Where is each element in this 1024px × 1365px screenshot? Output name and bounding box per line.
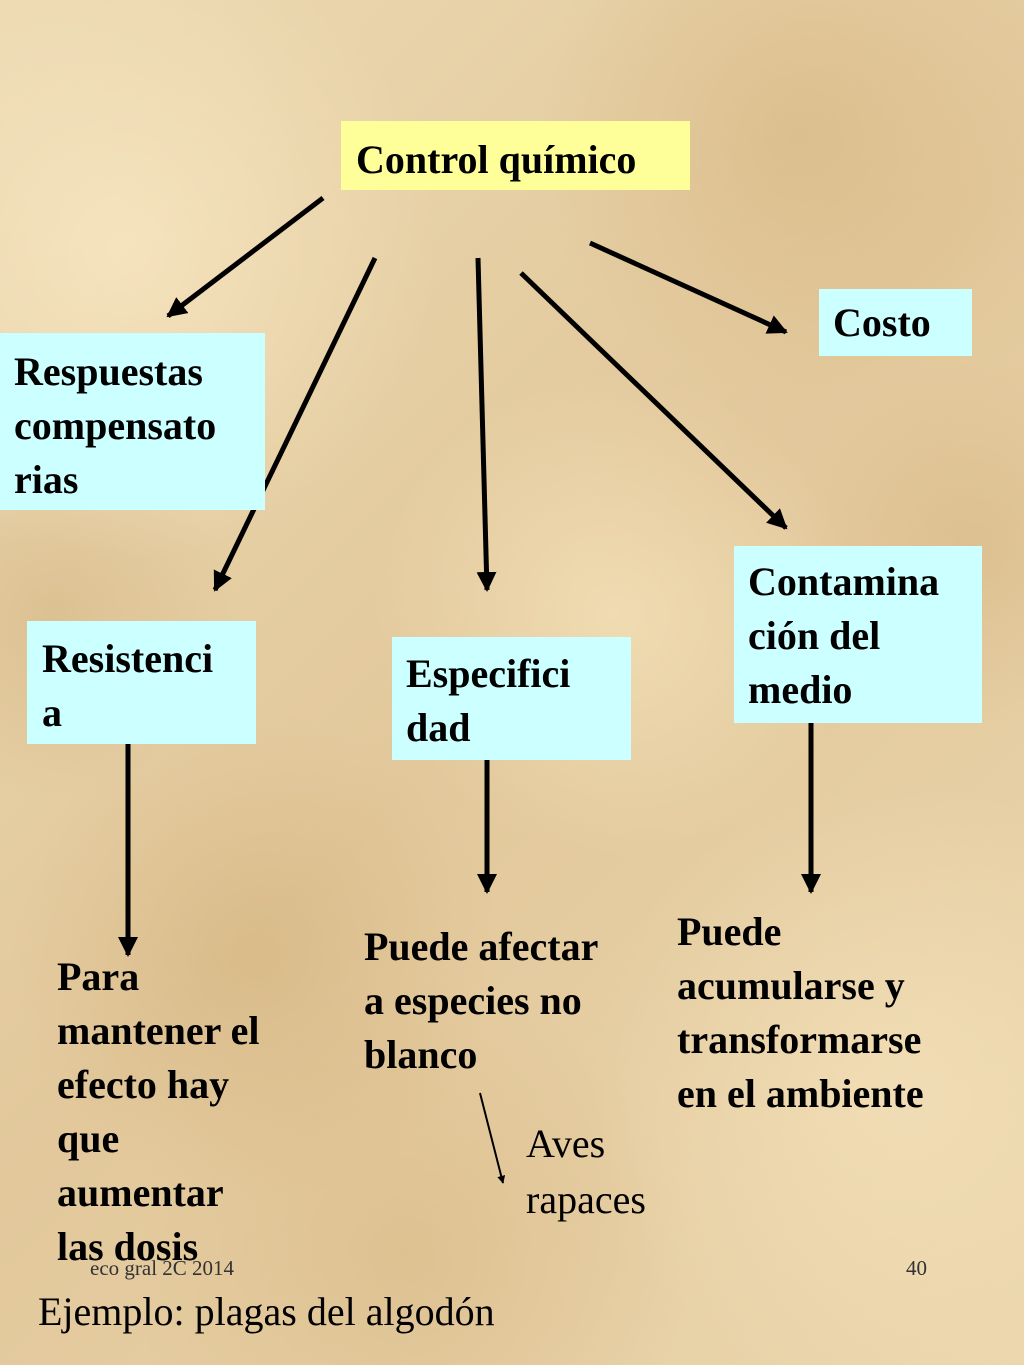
respuestas-line-3: rias (14, 457, 79, 502)
root-node-label: Control químico (356, 137, 637, 182)
costo-label: Costo (833, 300, 931, 345)
aves-line-1: Aves (526, 1121, 606, 1166)
puede-afectar-line-3: blanco (364, 1032, 478, 1077)
para-mantener-line-5: aumentar (57, 1170, 224, 1215)
para-mantener-line-4: que (57, 1116, 120, 1161)
node-resistencia: Resistenci a (27, 621, 256, 744)
footer-left-label: eco gral 2C 2014 (90, 1256, 235, 1280)
arrow-to-respuestas (166, 196, 325, 318)
resistencia-line-2: a (42, 690, 62, 735)
arrow-to-aves (479, 1092, 506, 1184)
node-especificidad: Especifici dad (392, 637, 631, 760)
root-node-control-quimico: Control químico (341, 121, 690, 190)
arrow-to-especificidad (475, 257, 497, 592)
example-caption: Ejemplo: plagas del algodón (38, 1289, 495, 1334)
puede-acumularse-line-1: Puede (677, 909, 782, 954)
text-puede-acumularse: Puede acumularse y transformarse en el a… (677, 905, 924, 1121)
aves-line-2: rapaces (526, 1177, 646, 1222)
respuestas-line-2: compensato (14, 403, 217, 448)
arrow-to-contaminacion (519, 271, 788, 530)
especificidad-line-1: Especifici (406, 651, 571, 696)
para-mantener-line-2: mantener el (57, 1008, 260, 1053)
contaminacion-line-3: medio (748, 667, 853, 712)
node-contaminacion-del-medio: Contamina ción del medio (734, 546, 982, 723)
especificidad-line-2: dad (406, 705, 471, 750)
puede-acumularse-line-2: acumularse y (677, 963, 905, 1008)
contaminacion-line-1: Contamina (748, 559, 940, 604)
node-respuestas-compensatorias: Respuestas compensato rias (0, 333, 265, 510)
text-para-mantener: Para mantener el efecto hay que aumentar… (57, 950, 260, 1274)
respuestas-line-1: Respuestas (14, 349, 203, 394)
puede-acumularse-line-3: transformarse (677, 1017, 922, 1062)
resistencia-line-1: Resistenci (42, 636, 214, 681)
para-mantener-line-6: las dosis (57, 1224, 199, 1269)
arrow-to-costo (588, 240, 788, 335)
text-puede-afectar: Puede afectar a especies no blanco (364, 920, 598, 1082)
para-mantener-line-3: efecto hay (57, 1062, 230, 1107)
text-aves-rapaces: Aves rapaces (526, 1116, 646, 1228)
para-mantener-line-1: Para (57, 954, 140, 999)
puede-acumularse-line-4: en el ambiente (677, 1071, 924, 1116)
node-costo: Costo (819, 289, 972, 356)
contaminacion-line-2: ción del (748, 613, 881, 658)
arrow-to-resistencia (212, 256, 378, 592)
puede-afectar-line-2: a especies no (364, 978, 582, 1023)
page-number: 40 (906, 1256, 927, 1280)
puede-afectar-line-1: Puede afectar (364, 924, 599, 969)
